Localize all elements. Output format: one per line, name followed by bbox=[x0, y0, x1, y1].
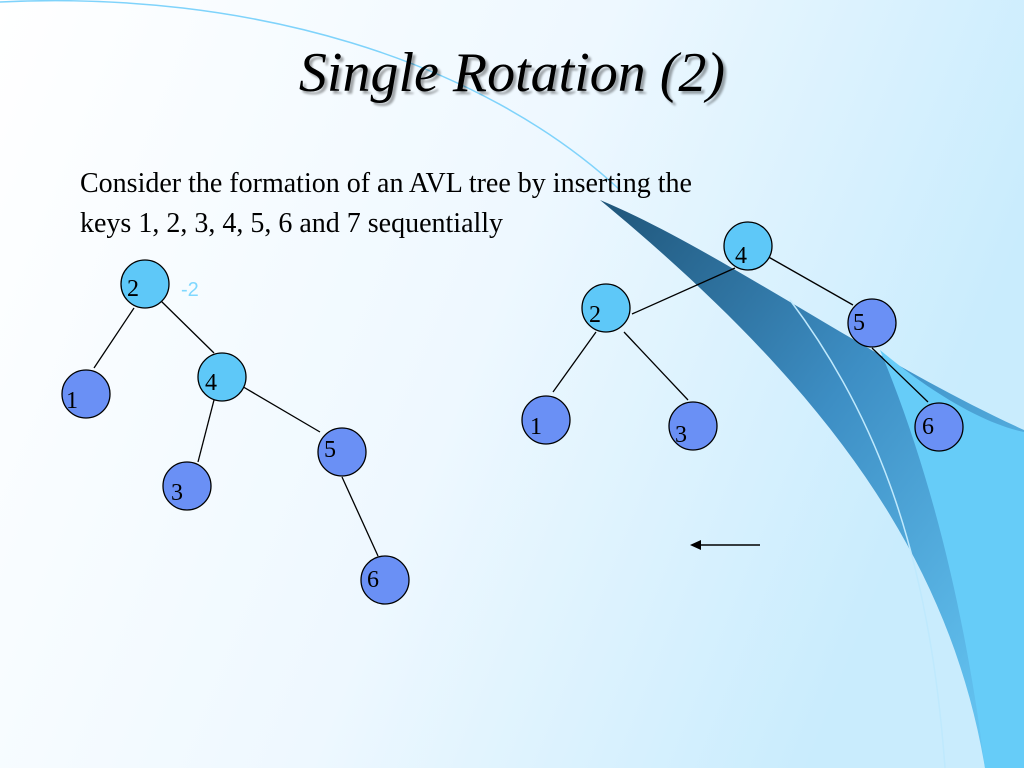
svg-text:1: 1 bbox=[66, 388, 78, 414]
edge-4-5 bbox=[239, 384, 321, 433]
edge-5-6 bbox=[871, 347, 929, 403]
before-node-4: 4 bbox=[197, 352, 247, 402]
edge-2-3 bbox=[623, 331, 689, 401]
after-tree-edges bbox=[552, 254, 929, 403]
before-node-2: 2 bbox=[120, 259, 170, 309]
left-arrow-icon bbox=[690, 540, 760, 550]
svg-text:5: 5 bbox=[853, 310, 865, 336]
slide-title: Single Rotation (2) bbox=[298, 42, 726, 104]
decorative-swoosh-light bbox=[880, 350, 1024, 768]
decorative-arc-line bbox=[0, 0, 621, 191]
body-line-1: Consider the formation of an AVL tree by… bbox=[80, 168, 692, 199]
body-line-2: keys 1, 2, 3, 4, 5, 6 and 7 sequentially bbox=[80, 208, 504, 239]
after-node-2: 2 bbox=[581, 283, 631, 333]
after-node-1: 1 bbox=[521, 395, 571, 445]
edge-4-3 bbox=[197, 399, 215, 463]
svg-text:5: 5 bbox=[324, 437, 336, 463]
after-node-3: 3 bbox=[668, 401, 718, 451]
svg-text:2: 2 bbox=[589, 302, 601, 328]
before-node-1: 1 bbox=[61, 369, 111, 419]
svg-text:3: 3 bbox=[675, 422, 687, 448]
svg-text:2: 2 bbox=[127, 276, 139, 302]
after-node-4: 4 bbox=[723, 221, 773, 271]
svg-text:3: 3 bbox=[171, 480, 183, 506]
svg-text:4: 4 bbox=[735, 243, 747, 269]
before-tree-edges bbox=[93, 299, 379, 557]
after-tree-nodes: 4 2 5 1 3 6 bbox=[521, 221, 964, 452]
edge-2-1 bbox=[93, 307, 135, 369]
decorative-arc-line-lower bbox=[789, 299, 946, 768]
svg-text:1: 1 bbox=[530, 414, 542, 440]
svg-text:6: 6 bbox=[367, 567, 379, 593]
before-node-3: 3 bbox=[162, 461, 212, 511]
after-node-5: 5 bbox=[847, 298, 897, 348]
edge-5-6 bbox=[341, 476, 379, 557]
edge-4-2 bbox=[631, 267, 736, 315]
edge-2-4 bbox=[159, 299, 215, 354]
svg-text:6: 6 bbox=[922, 414, 934, 440]
before-node-6: 6 bbox=[360, 555, 410, 605]
balance-factor-label: -2 bbox=[181, 279, 199, 301]
edge-4-5 bbox=[764, 254, 854, 306]
slide-body-text: Consider the formation of an AVL tree by… bbox=[80, 164, 860, 244]
edge-2-1 bbox=[552, 331, 597, 393]
before-tree-nodes: 2 -2 1 4 3 5 6 bbox=[61, 259, 410, 605]
before-node-5: 5 bbox=[317, 427, 367, 477]
after-node-6: 6 bbox=[914, 402, 964, 452]
svg-text:4: 4 bbox=[205, 370, 217, 396]
